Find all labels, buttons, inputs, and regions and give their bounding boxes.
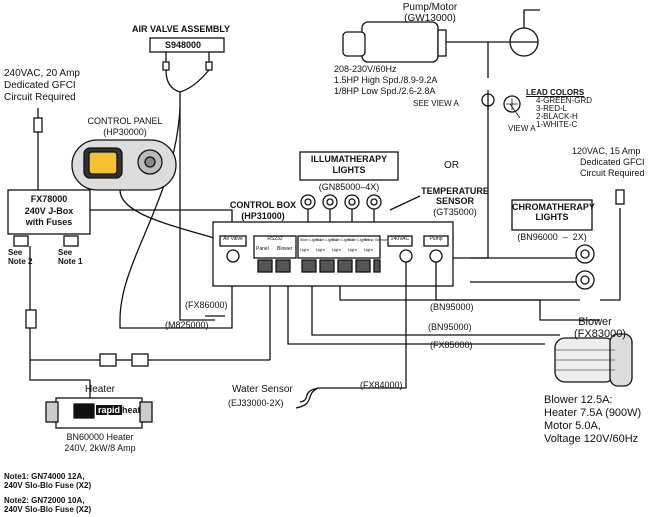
jbox-note-1: See Note 1 xyxy=(58,248,83,267)
jbox-note-2: See Note 2 xyxy=(8,248,33,267)
air-valve-part: S948000 xyxy=(165,40,202,50)
pump-spec-2: 1.5HP High Spd./8.9-9.2A xyxy=(334,75,438,85)
blower-part: (FX83000) xyxy=(574,328,626,340)
port-illum-2: Illum Light 2 xyxy=(316,237,338,242)
water-sensor-part: (EJ33000-2X) xyxy=(228,398,284,408)
chroma-box xyxy=(511,199,593,231)
note-1-line-1: Note1: GN74000 12A, xyxy=(4,472,85,481)
note-2-line-2: 240V Slo-Blo Fuse (X2) xyxy=(4,505,92,514)
blower-spec-4: Voltage 120V/60Hz xyxy=(544,433,639,445)
temp-sensor-part: (GT35000) xyxy=(433,207,477,217)
supply-120-line-3: Circuit Required xyxy=(580,168,645,178)
jbox-part: FX78000 xyxy=(30,194,68,204)
note-1-line-2: 240V Slo-Blo Fuse (X2) xyxy=(4,481,92,490)
cable-bn95000-a: (BN95000) xyxy=(430,302,474,312)
blower-spec-2: Heater 7.5A (900W) xyxy=(544,407,642,419)
chroma-title-1: CHROMATHERAPY xyxy=(512,202,595,212)
port-temp-sensor: Temp Sensor xyxy=(364,237,388,242)
lead-color-2: 2-BLACK-H xyxy=(536,112,578,121)
jbox-to-control-box xyxy=(90,209,233,236)
supply-120-line-2: Dedicated GFCI xyxy=(580,157,645,167)
port-air-valve: Air Valve xyxy=(223,236,243,242)
port-pump: Pump xyxy=(429,236,443,242)
jbox xyxy=(7,189,91,235)
air-valve-hose xyxy=(179,92,215,321)
cable-fx85000: (FX85000) xyxy=(430,340,473,350)
lead-colors-title: LEAD COLORS xyxy=(526,88,585,97)
supply-240-line-2: Dedicated GFCI xyxy=(4,80,76,91)
pump-spec-3: 1/8HP Low Spd./2.6-2.8A xyxy=(334,86,436,96)
control-box-part: (HP31000) xyxy=(241,211,285,221)
temp-sensor-title-1: TEMPERATURE xyxy=(421,186,489,196)
lead-color-4: 4-GREEN-GRD xyxy=(536,96,593,105)
lead-color-3: 3-RED-L xyxy=(536,104,568,113)
air-valve-title: AIR VALVE ASSEMBLY xyxy=(132,24,231,34)
temp-sensor-title-2: SENSOR xyxy=(435,196,474,206)
cable-fx86000: (FX86000) xyxy=(185,300,228,310)
illuma-title-2: LIGHTS xyxy=(332,165,366,175)
note-2-line-1: Note2: GN72000 10A, xyxy=(4,496,85,505)
illuma-title-1: ILLUMATHERAPY xyxy=(310,154,388,164)
cable-fx84000: (FX84000) xyxy=(360,380,403,390)
heater-desc-2: 240V, 2kW/8 Amp xyxy=(64,443,136,453)
chroma-title-2: LIGHTS xyxy=(535,212,569,222)
port-illum-1: Illum Light 1 xyxy=(300,237,322,242)
illuma-box xyxy=(299,151,399,181)
cable-m825000: (M825000) xyxy=(165,320,209,330)
blower-spec-3: Motor 5.0A, xyxy=(544,420,601,432)
port-light-c: Light xyxy=(332,247,341,252)
port-illum-3: Illum Light 3 xyxy=(332,237,354,242)
chroma-part: (BN96000 – 2X) xyxy=(517,232,587,242)
pump-body xyxy=(361,21,439,63)
heater-brand-1: rapid xyxy=(96,405,123,416)
blower-spec-1: Blower 12.5A: xyxy=(544,394,613,406)
port-illum-4: Illum Light 4 xyxy=(348,237,370,242)
port-rs232: RS232 xyxy=(267,236,283,242)
control-panel-part: (HP30000) xyxy=(103,127,147,137)
blower-title: Blower xyxy=(578,316,612,328)
port-light-d: Light xyxy=(348,247,357,252)
see-view-a: SEE VIEW A xyxy=(413,99,459,108)
port-light-e: Light xyxy=(364,247,373,252)
cable-bn95000-b: (BN95000) xyxy=(428,322,472,332)
port-blower: Blower xyxy=(277,246,293,252)
lead-color-1: 1-WHITE-C xyxy=(536,120,578,129)
port-light-a: Light xyxy=(300,247,309,252)
pump-title: Pump/Motor xyxy=(402,2,458,13)
supply-240-line-3: Circuit Required xyxy=(4,92,76,103)
jbox-desc-1: 240V J-Box xyxy=(24,206,74,216)
heater-title: Heater xyxy=(84,384,115,395)
control-panel-title: CONTROL PANEL xyxy=(87,116,163,126)
jbox-desc-2: with Fuses xyxy=(25,217,73,227)
port-light-b: Light xyxy=(316,247,325,252)
supply-120-line-1: 120VAC, 15 Amp xyxy=(572,146,641,156)
view-a-label: VIEW A xyxy=(508,124,536,133)
or-label: OR xyxy=(444,160,459,171)
control-box-title: CONTROL BOX xyxy=(229,200,297,210)
illuma-part: (GN85000–4X) xyxy=(318,182,380,192)
water-sensor-title: Water Sensor xyxy=(232,384,293,395)
heater-brand-2: heat xyxy=(122,405,141,415)
port-panel: Panel xyxy=(256,246,269,252)
heater-desc-1: BN60000 Heater xyxy=(66,432,134,442)
air-valve-box xyxy=(149,37,225,53)
port-240vac: 240VAC xyxy=(390,236,410,242)
supply-240-line-1: 240VAC, 20 Amp xyxy=(4,68,80,79)
pump-part: (GW13000) xyxy=(404,13,456,24)
pump-spec-1: 208-230V/60Hz xyxy=(334,64,397,74)
